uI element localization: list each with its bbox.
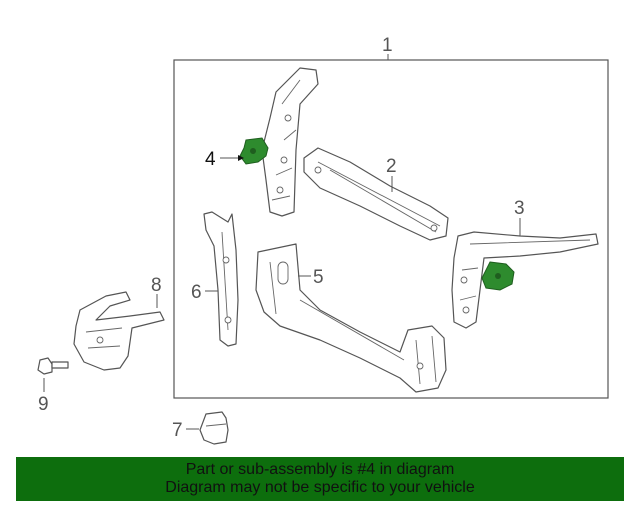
part-2-upper-member <box>303 147 449 241</box>
callout-8: 8 <box>151 275 162 296</box>
part-9-bolt <box>37 357 69 375</box>
callout-4: 4 <box>205 149 216 170</box>
part-4-bracket <box>239 137 269 165</box>
callout-6: 6 <box>191 282 202 303</box>
part-3-right-support <box>451 231 599 329</box>
callout-7: 7 <box>172 420 183 441</box>
callout-2: 2 <box>386 156 397 177</box>
left-vertical-support <box>261 67 319 217</box>
callout-4-arrowhead <box>238 155 244 161</box>
banner-line-1: Part or sub-assembly is #4 in diagram <box>185 461 455 478</box>
callout-1: 1 <box>382 35 393 56</box>
part-info-banner: Part or sub-assembly is #4 in diagram Di… <box>16 457 624 501</box>
part-5-lower-frame <box>255 243 447 393</box>
banner-line-2: Diagram may not be specific to your vehi… <box>165 479 475 496</box>
parts-diagram: 1 4 2 3 6 <box>37 35 609 445</box>
part-8-outer-bracket <box>73 291 165 371</box>
part-6-side-bracket <box>203 211 239 347</box>
callout-9: 9 <box>38 394 49 415</box>
callout-3: 3 <box>514 198 525 219</box>
callout-5: 5 <box>313 267 324 288</box>
part-7-sensor <box>199 411 229 445</box>
part-4-bracket-right <box>481 261 515 291</box>
assembly-frame <box>173 59 609 399</box>
